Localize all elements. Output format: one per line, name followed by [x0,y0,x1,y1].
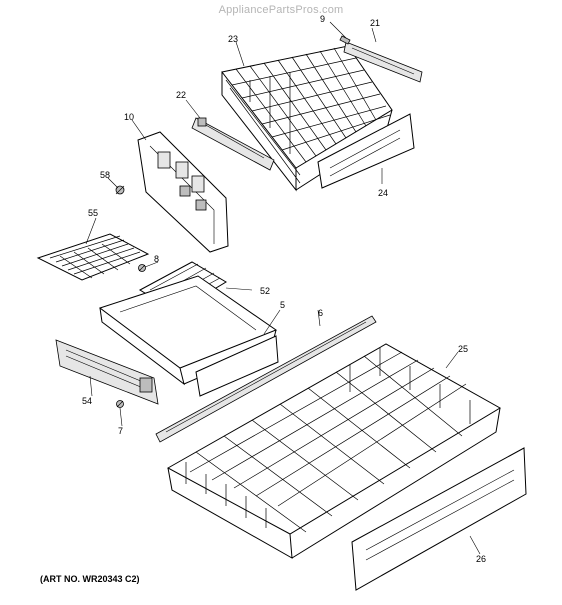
callout-21: 21 [370,18,380,28]
lower-basket-front-panel [351,447,527,591]
callout-10: 10 [124,112,134,122]
pan-5 [98,275,279,397]
rail-21 [343,41,423,83]
screw-58 [115,185,125,195]
screw-7 [116,400,124,408]
callout-9: 9 [320,14,325,24]
lower-wire-basket [166,343,501,559]
callout-25: 25 [458,344,468,354]
callout-labels: 9 21 23 22 10 24 58 55 8 52 5 6 25 54 7 … [82,14,486,564]
callout-54: 54 [82,396,92,406]
callout-7: 7 [118,426,123,436]
callout-55: 55 [88,208,98,218]
watermark: AppliancePartsPros.com [218,4,344,16]
grille-cover-55 [36,233,150,281]
callout-5: 5 [280,300,285,310]
callout-6: 6 [318,308,323,318]
callout-26: 26 [476,554,486,564]
slide-54 [55,339,159,405]
callout-8: 8 [154,254,159,264]
callout-58: 58 [100,170,110,180]
callout-52: 52 [260,286,270,296]
rail-6 [155,315,377,443]
upper-basket-front-panel [317,113,415,189]
art-number: (ART NO. WR20343 C2) [40,574,140,584]
screw-8 [138,264,146,272]
callout-22: 22 [176,90,186,100]
slide-rail-22 [191,117,275,171]
screw-9 [339,35,351,45]
callout-24: 24 [378,188,388,198]
callout-23: 23 [228,34,238,44]
leader-lines [85,21,481,555]
bracket-assembly-10 [137,131,229,253]
